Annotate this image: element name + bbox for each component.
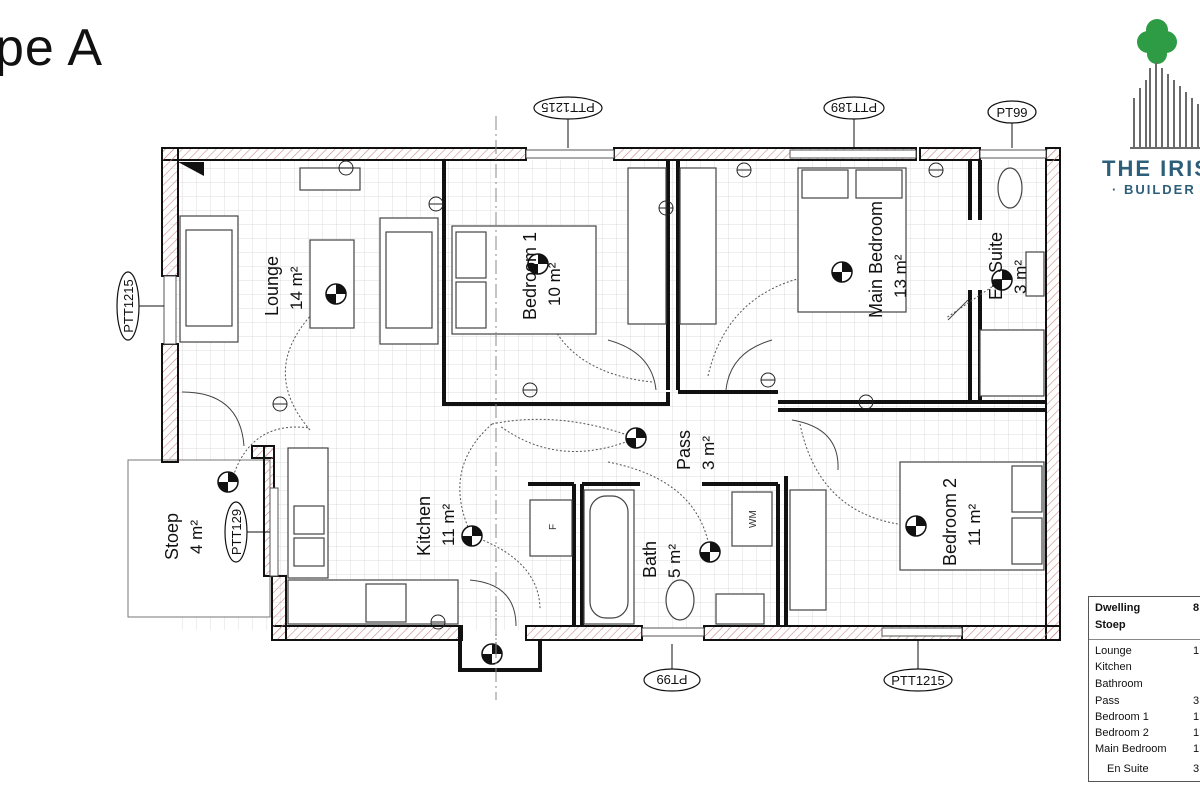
room-area-main-bedroom: 13 m² — [891, 254, 910, 298]
page-title: ype A — [0, 19, 104, 77]
schedule-row-label: Kitchen — [1095, 661, 1132, 673]
room-name-kitchen: Kitchen — [414, 496, 434, 556]
window-tag-top-right-text: PT99 — [996, 105, 1027, 120]
room-label-bedroom2: Bedroom 2 11 m² — [940, 478, 984, 566]
room-label-en-suite: En Suite 3 m² — [986, 232, 1030, 300]
light-fixture-bath — [699, 541, 721, 563]
logo-title: THE IRIS — [1102, 156, 1200, 181]
schedule-row-label: Pass — [1095, 695, 1120, 707]
light-fixture-bedroom2 — [905, 515, 927, 537]
schedule-row-label: Bedroom 2 — [1095, 727, 1149, 739]
room-area-lounge: 14 m² — [287, 266, 306, 310]
room-name-stoep: Stoep — [162, 513, 182, 560]
room-label-bedroom1: Bedroom 1 10 m² — [520, 232, 564, 320]
light-fixture-main-bedroom — [831, 261, 853, 283]
company-logo — [1130, 19, 1200, 149]
window-tag-bottom-right: PTT1215 — [883, 640, 953, 692]
room-name-lounge: Lounge — [262, 256, 282, 316]
light-fixture-en-suite — [991, 269, 1013, 291]
room-name-pass: Pass — [674, 430, 694, 470]
area-schedule: Dwelling 8 Stoep Lounge 1 Kitchen Bathro… — [1088, 596, 1200, 782]
schedule-row-label: En Suite — [1107, 763, 1149, 775]
light-fixture-entrance — [481, 643, 503, 665]
power-outlets — [272, 160, 944, 630]
window-tags: PTT1215 PTT189 PT99 PTT1215 PTT129 PT99 — [116, 96, 1037, 692]
schedule-divider — [1089, 639, 1200, 640]
logo-subtitle: · BUILDER — [1112, 182, 1196, 197]
room-name-bath: Bath — [640, 541, 660, 578]
room-label-stoep: Stoep 4 m² — [162, 513, 206, 560]
window-tag-top-left-text: PTT1215 — [541, 100, 594, 115]
room-label-lounge: Lounge 14 m² — [262, 256, 306, 316]
corner-marker-icon — [178, 162, 204, 176]
schedule-row-value: 1 — [1193, 727, 1200, 739]
furniture — [179, 167, 1045, 625]
schedule-stoep-label: Stoep — [1095, 619, 1126, 631]
room-label-bath: Bath 5 m² — [640, 541, 684, 578]
room-area-en-suite: 3 m² — [1011, 260, 1030, 294]
window-tag-bottom-mid-text: PT99 — [656, 672, 687, 687]
window-tag-top-right: PT99 — [987, 100, 1037, 148]
schedule-row-label: Bathroom — [1095, 678, 1143, 690]
light-fixture-bedroom1 — [527, 253, 549, 275]
light-fixture-kitchen — [461, 525, 483, 547]
room-area-bedroom1: 10 m² — [545, 262, 564, 306]
room-name-en-suite: En Suite — [986, 232, 1006, 300]
shamrock-icon — [1137, 19, 1177, 64]
light-fixture-lounge — [325, 283, 347, 305]
window-tag-left-text: PTT1215 — [121, 279, 136, 332]
schedule-row-value: 3 — [1193, 763, 1200, 775]
window-tag-bottom-mid: PT99 — [643, 644, 701, 692]
room-name-bedroom2: Bedroom 2 — [940, 478, 960, 566]
schedule-row-label: Bedroom 1 — [1095, 711, 1149, 723]
skyline-icon — [1130, 62, 1200, 149]
fridge-label: F — [548, 524, 559, 530]
room-name-bedroom1: Bedroom 1 — [520, 232, 540, 320]
schedule-dwelling-value: 8 — [1193, 602, 1200, 614]
window-tag-stoep-text: PTT129 — [229, 509, 244, 555]
washing-machine-label: WM — [748, 510, 759, 528]
window-tag-bottom-right-text: PTT1215 — [891, 673, 944, 688]
room-area-stoep: 4 m² — [187, 520, 206, 554]
schedule-row-value: 1 — [1193, 711, 1200, 723]
schedule-row-value: 1 — [1193, 743, 1200, 755]
room-name-main-bedroom: Main Bedroom — [866, 201, 886, 318]
room-labels: Lounge 14 m² Bedroom 1 10 m² Main Bedroo… — [162, 201, 1030, 578]
room-area-pass: 3 m² — [699, 436, 718, 470]
room-area-bedroom2: 11 m² — [965, 503, 984, 546]
door-swings — [181, 299, 969, 627]
light-fixtures — [217, 253, 1013, 665]
light-fixture-stoep — [217, 471, 239, 493]
light-fixture-pass — [625, 427, 647, 449]
room-area-bath: 5 m² — [665, 544, 684, 578]
window-tag-top-left: PTT1215 — [533, 96, 603, 148]
window-tag-top-mid: PTT189 — [823, 96, 885, 148]
schedule-row-label: Lounge — [1095, 645, 1132, 657]
room-label-main-bedroom: Main Bedroom 13 m² — [866, 201, 910, 318]
window-tag-stoep: PTT129 — [224, 501, 248, 563]
schedule-dwelling-label: Dwelling — [1095, 602, 1141, 614]
window-tag-top-mid-text: PTT189 — [831, 100, 877, 115]
room-label-kitchen: Kitchen 11 m² — [414, 496, 458, 556]
schedule-row-value: 1 — [1193, 645, 1200, 657]
interior-walls — [442, 160, 1046, 672]
schedule-row-label: Main Bedroom — [1095, 743, 1167, 755]
room-label-pass: Pass 3 m² — [674, 430, 718, 470]
floor-plan: Lounge 14 m² Bedroom 1 10 m² Main Bedroo… — [116, 96, 1061, 700]
schedule-row-value: 3 — [1193, 695, 1200, 707]
window-tag-left: PTT1215 — [116, 271, 140, 341]
room-area-kitchen: 11 m² — [439, 503, 458, 546]
